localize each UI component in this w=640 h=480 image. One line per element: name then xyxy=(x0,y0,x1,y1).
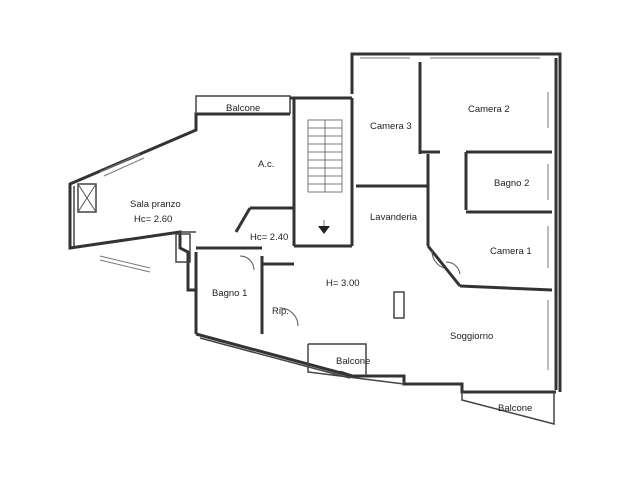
label-camera3: Camera 3 xyxy=(370,121,412,132)
label-h300: H= 3.00 xyxy=(326,278,360,289)
balconies xyxy=(307,343,555,425)
label-sala-pranzo-hc: Hc= 2.60 xyxy=(134,214,172,225)
label-balcone-mid: Balcone xyxy=(336,356,370,367)
room-labels: Balcone Sala pranzo Hc= 2.60 A.c. Hc= 2.… xyxy=(130,103,532,414)
label-bagno2: Bagno 2 xyxy=(494,178,529,189)
label-soggiorno: Soggiorno xyxy=(450,331,493,342)
label-rip: Rip. xyxy=(272,306,289,317)
label-ac: A.c. xyxy=(258,159,274,170)
label-bagno1: Bagno 1 xyxy=(212,288,247,299)
windows xyxy=(99,57,549,370)
label-camera1: Camera 1 xyxy=(490,246,532,257)
entry-arrow-icon xyxy=(318,226,330,234)
label-camera2: Camera 2 xyxy=(468,104,510,115)
label-balcone-top: Balcone xyxy=(226,103,260,114)
label-sala-pranzo: Sala pranzo xyxy=(130,199,181,210)
interior-walls xyxy=(175,62,553,334)
label-balcone-right: Balcone xyxy=(498,403,532,414)
label-hc-240: Hc= 2.40 xyxy=(250,232,288,243)
doors xyxy=(77,183,461,327)
label-lavanderia: Lavanderia xyxy=(370,212,418,223)
staircase xyxy=(307,119,343,234)
